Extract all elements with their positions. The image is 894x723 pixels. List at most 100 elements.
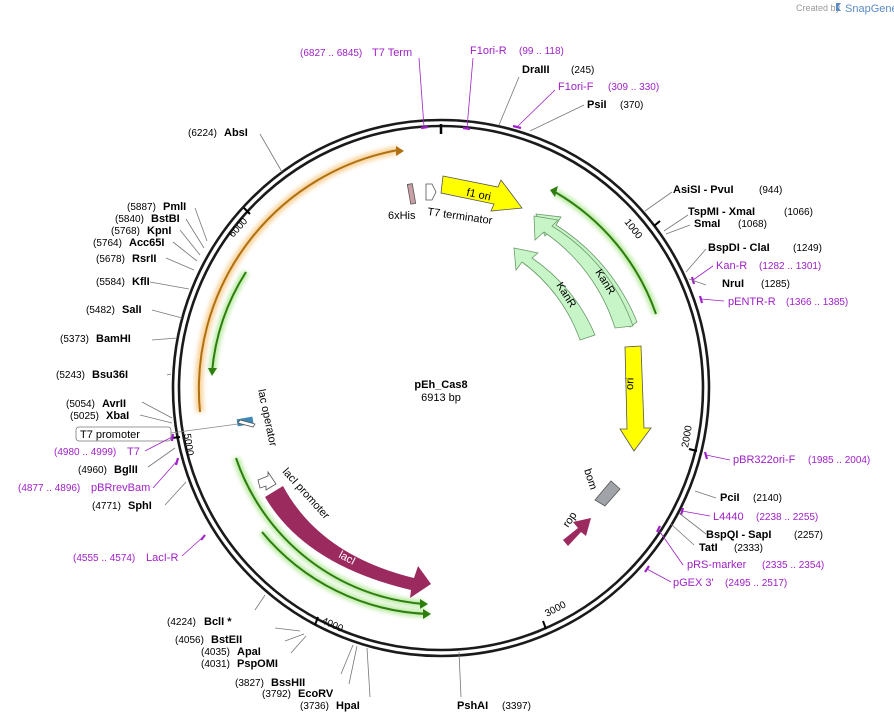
lac-operator-feature: lac operator	[236, 388, 279, 448]
svg-text:(1285): (1285)	[761, 279, 790, 290]
svg-text:(5054): (5054)	[66, 399, 95, 410]
primer-f1ori-r: F1ori-R	[470, 45, 507, 57]
primer-prs-marker: pRS-marker	[687, 559, 747, 571]
svg-text:(4555 .. 4574): (4555 .. 4574)	[73, 553, 135, 564]
svg-text:f1 ori: f1 ori	[465, 187, 491, 204]
green-orf-arrow-left	[208, 270, 249, 376]
svg-text:(99 .. 118): (99 .. 118)	[519, 46, 564, 57]
enzyme-avrii: AvrII	[102, 398, 126, 410]
enzyme-labels: DraIII (245) PsiI (370) AsiSI - PvuI (94…	[56, 64, 823, 712]
svg-text:(5373): (5373)	[60, 334, 89, 345]
svg-text:(2333): (2333)	[734, 543, 763, 554]
svg-text:(3827): (3827)	[235, 678, 264, 689]
svg-text:(1282 .. 1301): (1282 .. 1301)	[759, 261, 821, 272]
enzyme-tspmi-xmai: TspMI - XmaI	[688, 206, 755, 218]
green-orf-arrow-bottom-1	[232, 456, 428, 609]
laci-feature: lacI	[265, 486, 431, 598]
svg-text:(5243): (5243)	[56, 370, 85, 381]
svg-text:(5482): (5482)	[86, 305, 115, 316]
primer-kan-r: Kan-R	[716, 260, 747, 272]
svg-text:(2257): (2257)	[794, 530, 823, 541]
svg-text:(4224): (4224)	[167, 617, 196, 628]
svg-text:(6224): (6224)	[188, 128, 217, 139]
enzyme-hpai: HpaI	[336, 700, 360, 712]
f1-ori-feature: f1 ori	[440, 175, 523, 212]
svg-text:3000: 3000	[543, 599, 568, 619]
enzyme-smai: SmaI	[694, 218, 720, 230]
svg-text:(4056): (4056)	[175, 635, 204, 646]
enzyme-tati: TatI	[699, 542, 718, 554]
enzyme-kfli: KflI	[132, 276, 150, 288]
svg-text:1000: 1000	[622, 217, 645, 242]
tick-2000: 2000	[680, 424, 698, 452]
svg-text:bom: bom	[581, 467, 599, 491]
svg-text:(5584): (5584)	[96, 277, 125, 288]
primer-pentr-r: pENTR-R	[728, 296, 776, 308]
backbone-outer-ring	[171, 118, 711, 658]
svg-text:(4771): (4771)	[92, 501, 121, 512]
svg-text:(5678): (5678)	[96, 254, 125, 265]
enzyme-bcli: BclI *	[204, 616, 232, 628]
enzyme-acc65i: Acc65I	[129, 237, 164, 249]
svg-text:(3792): (3792)	[262, 689, 291, 700]
primer-laci-r: LacI-R	[146, 552, 178, 564]
enzyme-bsteii: BstEII	[211, 634, 242, 646]
svg-text:(4980 .. 4999): (4980 .. 4999)	[54, 447, 116, 458]
svg-text:(1066): (1066)	[784, 207, 813, 218]
bom-feature: bom	[581, 467, 621, 507]
svg-text:2000: 2000	[680, 424, 695, 448]
enzyme-absi: AbsI	[224, 127, 248, 139]
svg-text:(1366 .. 1385): (1366 .. 1385)	[786, 297, 848, 308]
svg-text:6000: 6000	[227, 216, 250, 240]
primer-l4440: L4440	[713, 511, 744, 523]
svg-text:(4035): (4035)	[201, 647, 230, 658]
svg-text:(5764): (5764)	[93, 238, 122, 249]
primer-pbr322ori-f: pBR322ori-F	[733, 454, 796, 466]
svg-text:ori: ori	[624, 377, 636, 390]
primer-pbrrevbam: pBRrevBam	[91, 482, 150, 494]
svg-text:lac operator: lac operator	[255, 388, 279, 448]
rop-feature: rop	[561, 510, 591, 546]
plasmid-name: pEh_Cas8	[414, 379, 467, 391]
svg-text:(3397): (3397)	[502, 701, 531, 712]
enzyme-sali: SalI	[122, 304, 142, 316]
green-orf-arrow-right	[550, 186, 660, 316]
svg-text:(1985 .. 2004): (1985 .. 2004)	[808, 455, 870, 466]
snapgene-logo	[836, 3, 841, 11]
svg-text:(309 .. 330): (309 .. 330)	[608, 82, 659, 93]
enzyme-psii: PsiI	[587, 99, 607, 111]
svg-text:(370): (370)	[620, 100, 643, 111]
svg-text:(5768): (5768)	[111, 226, 140, 237]
orange-feature-arrow	[194, 146, 404, 413]
enzyme-bglii: BglII	[114, 464, 138, 476]
his6-feature: 6xHis	[388, 183, 417, 222]
enzyme-bstbi: BstBI	[151, 213, 180, 225]
primer-f1ori-f: F1ori-F	[558, 81, 594, 93]
enzyme-bamhi: BamHI	[96, 333, 131, 345]
enzyme-rsrii: RsrII	[132, 253, 156, 265]
svg-text:6xHis: 6xHis	[388, 210, 416, 222]
svg-text:(4031): (4031)	[201, 659, 230, 670]
svg-text:(1068): (1068)	[738, 219, 767, 230]
svg-text:T7 promoter: T7 promoter	[80, 429, 140, 441]
svg-text:(5840): (5840)	[115, 214, 144, 225]
svg-text:(944): (944)	[759, 185, 782, 196]
enzyme-leaders	[139, 76, 717, 698]
enzyme-apai: ApaI	[237, 646, 261, 658]
svg-text:(2140): (2140)	[753, 493, 782, 504]
svg-text:(1249): (1249)	[793, 243, 822, 254]
enzyme-bspqi-sapi: BspQI - SapI	[706, 529, 771, 541]
svg-text:(5025): (5025)	[70, 411, 99, 422]
enzyme-crui: NruI	[722, 278, 744, 290]
svg-text:(245): (245)	[571, 65, 594, 76]
svg-text:(4960): (4960)	[78, 465, 107, 476]
svg-text:(2335 .. 2354): (2335 .. 2354)	[762, 560, 824, 571]
svg-text:(5887): (5887)	[127, 202, 156, 213]
green-orf-arrow-bottom-2	[259, 529, 431, 619]
primer-leaders	[144, 57, 731, 583]
enzyme-pspomi: PspOMI	[237, 658, 278, 670]
t7-promoter-feature: T7 promoter	[75, 419, 256, 442]
svg-text:(4877 .. 4896): (4877 .. 4896)	[18, 483, 80, 494]
enzyme-sphi: SphI	[128, 500, 152, 512]
